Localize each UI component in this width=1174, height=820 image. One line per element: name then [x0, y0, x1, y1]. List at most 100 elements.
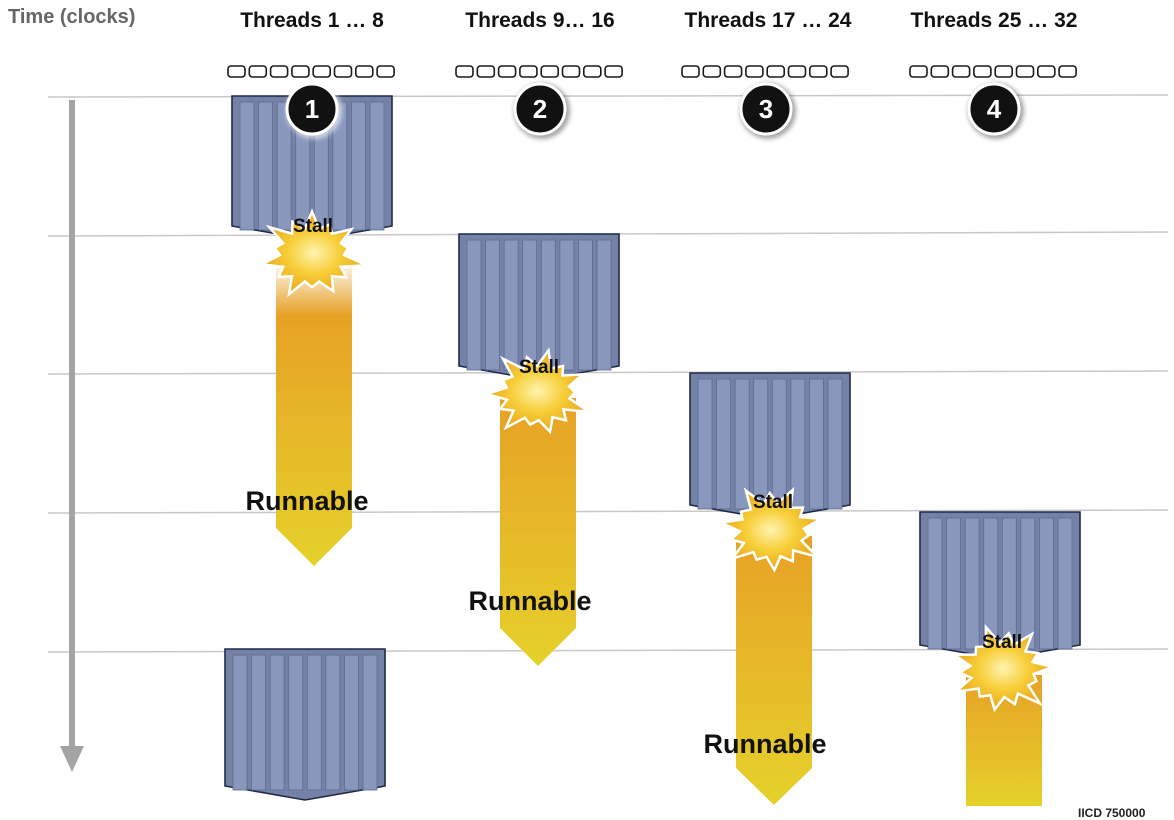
- thread-lane: [753, 378, 769, 510]
- stall-burst-4: [950, 623, 1057, 713]
- runnable-arrow-4: [966, 675, 1042, 806]
- thread-row-4: [909, 65, 1077, 78]
- thread-lane: [1001, 517, 1017, 650]
- thread-box: [787, 65, 807, 78]
- marker-circle-4: [967, 82, 1021, 136]
- runnable-arrow-2: [500, 398, 576, 666]
- figure-code: IICD 750000: [1078, 806, 1146, 820]
- thread-lane: [964, 517, 980, 650]
- thread-box: [269, 65, 289, 78]
- thread-box: [951, 65, 971, 78]
- thread-lane: [251, 654, 266, 791]
- stall-burst-1: [257, 208, 367, 298]
- thread-box: [745, 65, 764, 78]
- group-markers: [285, 82, 1024, 139]
- thread-box: [1058, 65, 1077, 78]
- thread-box: [604, 65, 623, 78]
- marker-circle-2: [513, 82, 567, 136]
- thread-box: [973, 65, 992, 78]
- thread-lane: [1039, 517, 1054, 650]
- thread-lane: [485, 239, 500, 371]
- runnable-arrow-1: [276, 260, 352, 566]
- thread-box: [476, 65, 496, 78]
- warp-block-3: [689, 372, 851, 520]
- stall-label-2: Stall: [518, 357, 560, 378]
- thread-box: [561, 65, 581, 78]
- thread-lane: [559, 239, 575, 371]
- group-title-2: Threads 9… 16: [465, 9, 615, 32]
- runnable-arrow-3: [736, 536, 812, 805]
- thread-lane: [697, 378, 713, 510]
- thread-lane: [503, 239, 519, 371]
- thread-lane: [369, 101, 385, 231]
- thread-box: [808, 65, 828, 78]
- thread-lane: [596, 239, 612, 371]
- thread-lane: [276, 101, 292, 231]
- thread-box: [248, 65, 268, 78]
- thread-box: [227, 65, 246, 78]
- marker-number-2: 2: [532, 94, 548, 124]
- thread-box: [312, 65, 332, 78]
- thread-lane: [466, 239, 482, 371]
- thread-box: [519, 65, 538, 78]
- thread-lane: [827, 378, 843, 510]
- thread-box: [582, 65, 602, 78]
- group-title-1: Threads 1 … 8: [240, 9, 384, 32]
- thread-box: [333, 65, 353, 78]
- marker-circle-1: [285, 82, 339, 136]
- time-axis-label: Time (clocks): [8, 6, 136, 28]
- warp-blocks: [224, 95, 1081, 801]
- stall-label-3: Stall: [752, 492, 794, 513]
- runnable-arrows: [276, 260, 1042, 806]
- thread-lane: [269, 654, 285, 791]
- time-axis-arrow: [60, 100, 84, 772]
- stall-burst-3: [717, 486, 825, 573]
- thread-box: [723, 65, 743, 78]
- thread-lane: [351, 101, 366, 231]
- thread-lane: [927, 517, 943, 650]
- thread-box: [540, 65, 560, 78]
- runnable-label-3: Runnable: [703, 729, 827, 759]
- thread-box: [702, 65, 722, 78]
- stall-bursts: [257, 208, 1057, 713]
- thread-lane: [716, 378, 731, 510]
- thread-box: [930, 65, 950, 78]
- thread-box: [455, 65, 474, 78]
- thread-lane: [362, 654, 378, 791]
- warp-block-2: [458, 233, 620, 381]
- marker-circle-3: [739, 82, 793, 136]
- warp-block-4: [919, 511, 1081, 660]
- marker-number-3: 3: [758, 94, 774, 124]
- thread-lane: [734, 378, 750, 510]
- thread-lane: [809, 378, 824, 510]
- stall-burst-2: [482, 347, 594, 435]
- marker-number-4: 4: [986, 94, 1002, 124]
- gridline: [47, 370, 1169, 375]
- thread-box: [909, 65, 928, 78]
- runnable-label-1: Runnable: [245, 486, 369, 516]
- thread-lane: [239, 101, 255, 231]
- thread-lane: [946, 517, 961, 650]
- thread-lane: [232, 654, 248, 791]
- thread-lane: [522, 239, 538, 371]
- thread-box: [994, 65, 1014, 78]
- thread-lane: [344, 654, 359, 791]
- thread-lane: [1057, 517, 1073, 650]
- thread-box: [766, 65, 786, 78]
- stall-label-1: Stall: [292, 216, 334, 237]
- runnable-label-2: Runnable: [468, 586, 592, 616]
- thread-box: [1037, 65, 1056, 78]
- marker-number-1: 1: [304, 94, 320, 124]
- thread-indicator-rows: [227, 65, 1077, 78]
- group-title-3: Threads 17 … 24: [684, 9, 852, 32]
- gridline: [47, 509, 1169, 514]
- thread-row-1: [227, 65, 395, 78]
- group-title-4: Threads 25 … 32: [910, 9, 1078, 32]
- thread-box: [497, 65, 517, 78]
- thread-lane: [306, 654, 322, 791]
- thread-lane: [288, 654, 304, 791]
- thread-lane: [578, 239, 593, 371]
- warp-block-5: [224, 648, 386, 801]
- thread-box: [830, 65, 849, 78]
